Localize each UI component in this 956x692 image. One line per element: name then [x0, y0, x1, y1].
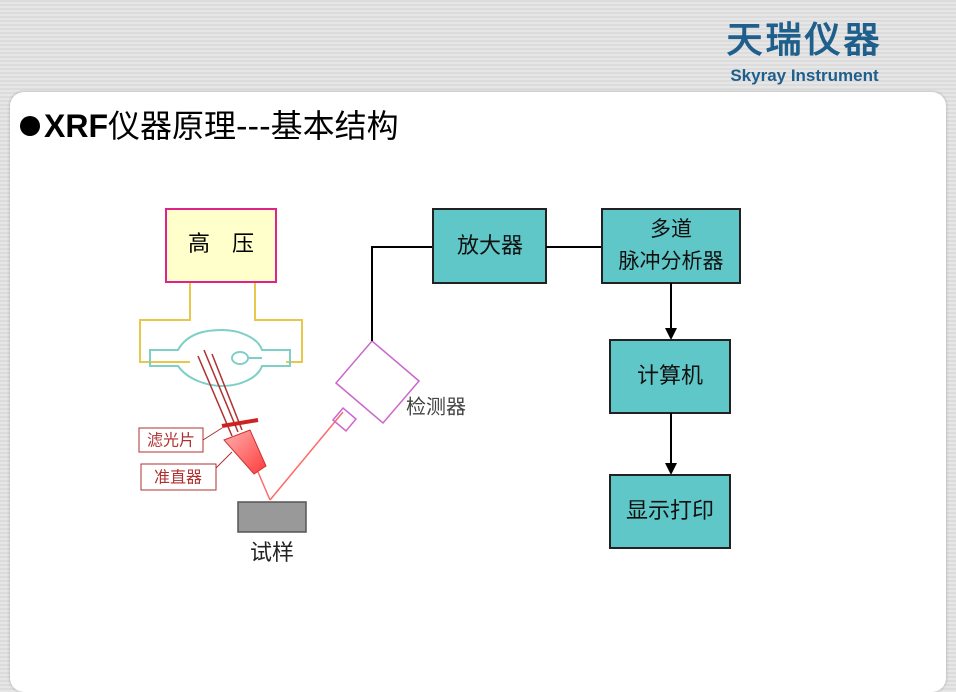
slide-title: XRF仪器原理---基本结构: [20, 104, 399, 148]
detector: [331, 339, 421, 433]
collimator-shape: [223, 429, 267, 475]
tube-beam-column: [197, 349, 243, 437]
mca-to-computer-arrow: [665, 283, 677, 340]
incident-beam: [257, 471, 271, 501]
mca-label-line1: 多道: [650, 217, 692, 241]
company-logo: 天瑞仪器 Skyray Instrument: [712, 20, 897, 86]
computer-box: 计算机: [609, 339, 731, 414]
amplifier-label: 放大器: [457, 234, 523, 259]
hv-wires: [139, 282, 303, 363]
filter-label: 滤光片: [147, 431, 195, 450]
bullet-icon: [20, 116, 40, 136]
sample-label: 试样: [250, 541, 294, 566]
collimator-label: 准直器: [154, 468, 202, 487]
high-voltage-box: 高 压: [165, 208, 277, 283]
computer-label: 计算机: [637, 364, 703, 389]
slide-content-panel: [10, 92, 946, 692]
xray-tube: [149, 328, 291, 388]
filter-plate: [221, 418, 259, 428]
filter-callout: 滤光片: [138, 427, 223, 453]
xrf-structure-diagram: 高 压 试样 检测器 放大器 多道 脉冲分析器: [138, 208, 741, 566]
display-print-label: 显示打印: [626, 499, 714, 524]
high-voltage-label: 高 压: [188, 232, 254, 257]
title-main: 仪器原理---基本结构: [108, 107, 399, 145]
computer-to-display-arrow: [665, 413, 677, 475]
logo-chinese-name: 天瑞仪器: [726, 20, 883, 61]
title-prefix: XRF: [44, 108, 108, 144]
sample-block: [237, 501, 307, 533]
logo-english-name: Skyray Instrument: [730, 66, 879, 85]
detector-label: 检测器: [406, 395, 466, 419]
mca-label-line2: 脉冲分析器: [619, 249, 724, 273]
display-print-box: 显示打印: [609, 474, 731, 549]
multichannel-analyzer-box: 多道 脉冲分析器: [601, 208, 741, 284]
amplifier-box: 放大器: [432, 208, 547, 284]
detector-to-amplifier-wire: [371, 246, 433, 341]
fluorescence-beam: [269, 411, 344, 501]
collimator-callout: 准直器: [140, 451, 233, 491]
